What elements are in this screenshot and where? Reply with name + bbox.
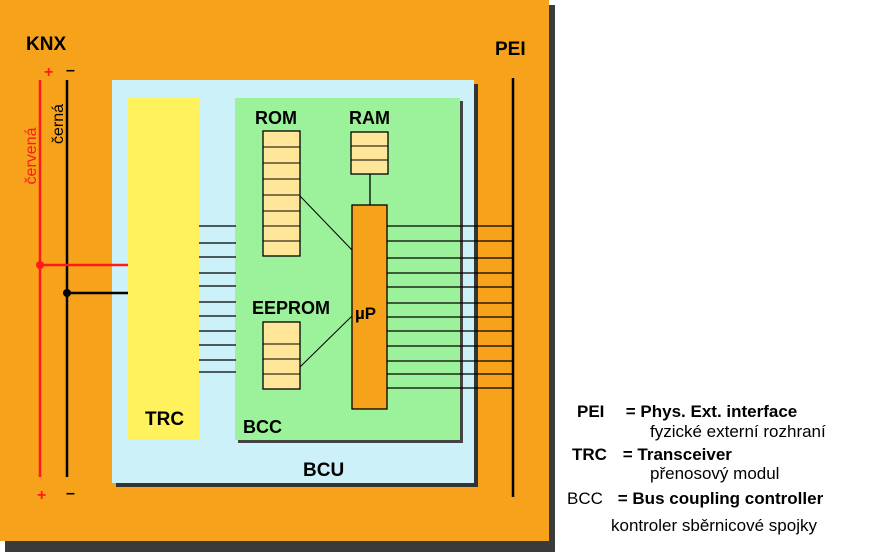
ram-label: RAM xyxy=(349,108,390,128)
ram-block xyxy=(350,131,389,205)
legend-bcc-sep: = xyxy=(617,489,628,508)
cervena-label: červená xyxy=(23,127,40,184)
memory-mp-links xyxy=(299,195,353,368)
mp-label: µP xyxy=(355,304,376,323)
plus-bottom-label: + xyxy=(37,487,46,504)
trc-bcc-wires xyxy=(199,225,236,373)
legend-bcc-en: Bus coupling controller xyxy=(632,489,824,508)
legend-bcc-abbr: BCC xyxy=(567,489,603,508)
trc-box xyxy=(128,98,199,439)
bcu-label: BCU xyxy=(303,460,344,481)
legend-trc-cz: přenosový modul xyxy=(650,464,780,483)
trc-label: TRC xyxy=(145,409,184,430)
rom-block xyxy=(262,130,301,257)
legend-bcc: BCC = Bus coupling controller xyxy=(567,490,823,507)
red-junction-dot xyxy=(36,261,44,269)
legend-bcc-cz: kontroler sběrnicové spojky xyxy=(611,516,817,535)
minus-bottom-label: – xyxy=(66,485,75,502)
legend-trc: TRC = Transceiver xyxy=(572,446,732,463)
eeprom-block xyxy=(262,321,301,390)
knx-label: KNX xyxy=(26,34,66,55)
legend-trc-en: Transceiver xyxy=(637,445,732,464)
minus-top-label: – xyxy=(66,62,75,79)
bcc-label: BCC xyxy=(243,417,282,437)
legend-trc-sep: = xyxy=(622,445,633,464)
legend-pei-cz: fyzické externí rozhraní xyxy=(650,422,826,441)
legend-pei-abbr: PEI xyxy=(577,402,605,421)
legend-pei-sep: = xyxy=(625,402,636,421)
mp-pei-wires xyxy=(387,225,513,389)
legend-trc-abbr: TRC xyxy=(572,445,607,464)
eeprom-label: EEPROM xyxy=(252,298,330,318)
mp-block xyxy=(351,204,388,410)
black-junction-dot xyxy=(63,289,71,297)
rom-label: ROM xyxy=(255,108,297,128)
plus-top-label: + xyxy=(44,64,53,81)
legend-pei-en: Phys. Ext. interface xyxy=(640,402,798,421)
cerna-label: černá xyxy=(50,104,67,144)
legend-pei: PEI = Phys. Ext. interface xyxy=(577,403,797,420)
pei-label: PEI xyxy=(495,39,526,60)
